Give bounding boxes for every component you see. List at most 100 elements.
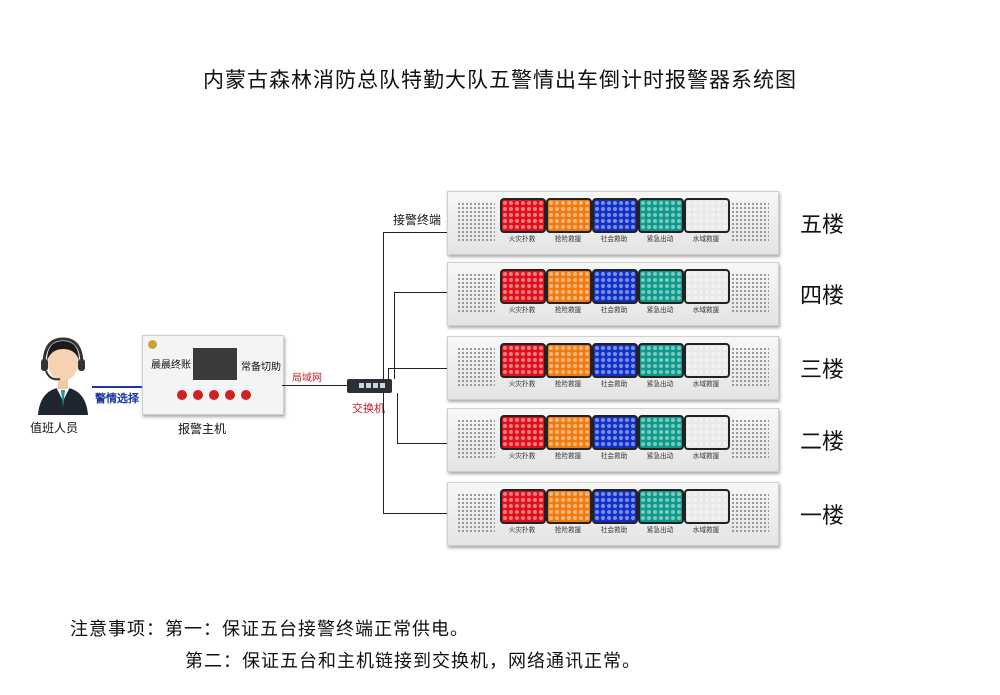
floor-label: 二楼 <box>800 430 845 455</box>
lamp-label: 社会救助 <box>600 306 628 314</box>
terminal-panel: 火灾扑救 抢险救援 社会救助 紧急出动 水域救援 <box>447 336 779 400</box>
speaker-grille-icon <box>731 347 769 387</box>
alarm-lamp-white <box>684 415 730 450</box>
alarm-lamp-red <box>500 489 546 524</box>
alarm-lamp-blue <box>592 489 638 524</box>
speaker-grille-icon <box>457 419 495 459</box>
operator-link-label: 警情选择 <box>95 392 139 405</box>
speaker-grille-icon <box>457 347 495 387</box>
lamp-label: 火灾扑救 <box>508 306 536 314</box>
alarm-lamp-teal <box>638 269 684 304</box>
lamp-label: 紧急出动 <box>646 235 674 243</box>
speaker-grille-icon <box>731 419 769 459</box>
lamp-label: 火灾扑救 <box>508 235 536 243</box>
note-line-1: 注意事项：第一：保证五台接警终端正常供电。 <box>70 619 469 640</box>
operator-label: 值班人员 <box>30 421 79 435</box>
note-line-2: 第二：保证五台和主机链接到交换机，网络通讯正常。 <box>185 651 641 672</box>
speaker-grille-icon <box>457 493 495 533</box>
alarm-host: 晨晨终账 常备切助 <box>142 335 284 415</box>
lamp-label: 紧急出动 <box>646 452 674 460</box>
alarm-lamp-orange <box>546 198 592 233</box>
lamp-label: 紧急出动 <box>646 526 674 534</box>
switch-label: 交换机 <box>352 402 385 415</box>
cable-floor4-v <box>394 292 395 379</box>
operator-host-link <box>92 386 142 388</box>
floor-label: 一楼 <box>800 504 845 529</box>
lamp-label: 社会救助 <box>600 452 628 460</box>
network-switch-icon <box>347 379 392 393</box>
alarm-lamp-white <box>684 489 730 524</box>
host-right-text: 常备切助 <box>241 362 281 373</box>
lamp-label: 水域救援 <box>692 380 720 388</box>
host-left-text: 晨晨终账 <box>151 360 191 371</box>
host-knob-1 <box>177 390 187 400</box>
cable-floor1-h <box>383 513 447 514</box>
speaker-grille-icon <box>731 202 769 242</box>
alarm-lamp-blue <box>592 415 638 450</box>
terminal-panel: 火灾扑救 抢险救援 社会救助 紧急出动 水域救援 <box>447 408 779 472</box>
diagram-title: 内蒙古森林消防总队特勤大队五警情出车倒计时报警器系统图 <box>203 68 797 92</box>
lamp-label: 抢险救援 <box>554 380 582 388</box>
cable-floor4-h <box>394 292 447 293</box>
cable-floor1-v <box>383 393 384 513</box>
terminal-panel: 火灾扑救抢险救援社会救助紧急出动水域救援 <box>447 482 779 546</box>
lamp-label: 紧急出动 <box>646 306 674 314</box>
alarm-lamp-red <box>500 269 546 304</box>
lamp-label: 抢险救援 <box>554 452 582 460</box>
host-switch-link <box>282 385 347 386</box>
host-knob-4 <box>225 390 235 400</box>
alarm-lamp-teal <box>638 343 684 378</box>
cable-floor3-v <box>388 368 389 380</box>
cable-floor2-h <box>397 443 447 444</box>
cable-floor5-h <box>383 232 447 233</box>
floor-label: 五楼 <box>800 213 845 238</box>
lamp-label: 水域救援 <box>692 306 720 314</box>
lamp-label: 抢险救援 <box>554 235 582 243</box>
lamp-label: 火灾扑救 <box>508 380 536 388</box>
terminal-panel: 火灾扑救 抢险救援 社会救助 紧急出动 水域救援 <box>447 262 779 326</box>
headset-operator-icon <box>38 337 88 415</box>
cable-floor3-h <box>388 368 447 369</box>
alarm-lamp-blue <box>592 343 638 378</box>
speaker-grille-icon <box>457 202 495 242</box>
floor-label: 三楼 <box>800 358 845 383</box>
alarm-lamp-red <box>500 198 546 233</box>
host-knob-3 <box>209 390 219 400</box>
alarm-lamp-blue <box>592 269 638 304</box>
host-emblem-icon <box>148 340 157 349</box>
lamp-label: 水域救援 <box>692 235 720 243</box>
cable-floor2-v <box>397 393 398 443</box>
lamp-label: 社会救助 <box>600 235 628 243</box>
alarm-lamp-red <box>500 415 546 450</box>
alarm-lamp-teal <box>638 489 684 524</box>
lamp-label: 水域救援 <box>692 452 720 460</box>
alarm-lamp-orange <box>546 489 592 524</box>
lamp-label: 社会救助 <box>600 380 628 388</box>
lamp-label: 火灾扑救 <box>508 526 536 534</box>
alarm-lamp-teal <box>638 198 684 233</box>
host-screen <box>193 348 237 380</box>
speaker-grille-icon <box>731 273 769 313</box>
host-knob-5 <box>241 390 251 400</box>
lamp-label: 抢险救援 <box>554 306 582 314</box>
alarm-lamp-blue <box>592 198 638 233</box>
terminal-label: 接警终端 <box>393 213 442 227</box>
floor-label: 四楼 <box>800 284 845 309</box>
operator-figure <box>34 335 92 415</box>
lan-label: 局域网 <box>292 373 322 384</box>
alarm-lamp-white <box>684 343 730 378</box>
lamp-label: 抢险救援 <box>554 526 582 534</box>
terminal-panel: 火灾扑救 抢险救援 社会救助 紧急出动 水域救援 <box>447 191 779 255</box>
alarm-lamp-orange <box>546 415 592 450</box>
cable-floor5-v <box>383 232 384 380</box>
lamp-label: 紧急出动 <box>646 380 674 388</box>
alarm-lamp-orange <box>546 269 592 304</box>
alarm-lamp-teal <box>638 415 684 450</box>
lamp-label: 水域救援 <box>692 526 720 534</box>
host-knob-2 <box>193 390 203 400</box>
speaker-grille-icon <box>457 273 495 313</box>
alarm-lamp-white <box>684 269 730 304</box>
alarm-lamp-orange <box>546 343 592 378</box>
lamp-label: 火灾扑救 <box>508 452 536 460</box>
host-label: 报警主机 <box>178 422 227 436</box>
